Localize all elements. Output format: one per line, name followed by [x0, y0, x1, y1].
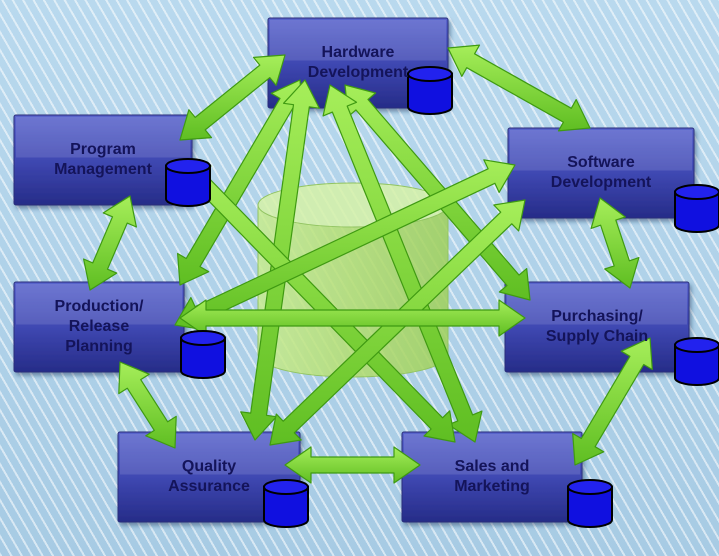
- hardware-development-label: Hardware Development: [307, 44, 409, 81]
- database-icon-sw: [674, 184, 719, 233]
- quality-assurance-label: Quality Assurance: [168, 458, 250, 495]
- box-software-development[interactable]: Software Development: [508, 128, 694, 218]
- database-icon-qa: [263, 479, 309, 528]
- double-arrow-icon-sw-psc: [590, 197, 640, 289]
- program-management-label: Program Management: [54, 141, 152, 178]
- box-highlight-psc: [507, 284, 687, 325]
- box-production-release-planning[interactable]: Production/ Release Planning: [14, 282, 184, 372]
- box-hardware-development[interactable]: Hardware Development: [268, 18, 448, 108]
- box-highlight-sm: [404, 434, 580, 475]
- double-arrow-icon-hw-sm: [322, 84, 483, 443]
- double-arrow-icon-prp-qa: [118, 361, 177, 449]
- sales-and-marketing-label: Sales and Marketing: [454, 458, 530, 495]
- production-release-planning-label: Production/ Release Planning: [54, 298, 144, 355]
- box-sales-and-marketing[interactable]: Sales and Marketing: [402, 432, 582, 522]
- box-highlight-prp: [16, 284, 182, 325]
- database-icon-sm: [567, 479, 613, 528]
- connection-arrows: [82, 44, 653, 484]
- double-arrow-icon-qa-sm: [284, 446, 421, 484]
- double-arrow-icon-sw-prp: [174, 159, 516, 331]
- database-icon-prp: [180, 330, 226, 379]
- double-arrow-icon-hw-sw: [447, 44, 591, 132]
- double-arrow-icon-pm-prp: [82, 195, 137, 291]
- database-icon-pm: [165, 158, 211, 207]
- box-purchasing-supply-chain[interactable]: Purchasing/ Supply Chain: [505, 282, 689, 372]
- double-arrow-icon-hw-pm: [179, 54, 286, 141]
- box-highlight-sw: [510, 130, 692, 171]
- box-highlight-hw: [270, 20, 446, 61]
- box-highlight-qa: [120, 434, 298, 475]
- box-highlight-pm: [16, 117, 190, 158]
- purchasing-supply-chain-label: Purchasing/ Supply Chain: [545, 308, 649, 345]
- database-icon-hw: [407, 66, 453, 115]
- software-development-label: Software Development: [550, 154, 652, 191]
- box-shape-qa: [117, 431, 301, 523]
- double-arrow-icon-prp-psc: [179, 299, 526, 337]
- box-quality-assurance[interactable]: Quality Assurance: [118, 432, 300, 522]
- double-arrow-icon-psc-sm: [572, 337, 653, 466]
- database-icon-psc: [674, 337, 719, 386]
- box-program-management[interactable]: Program Management: [14, 115, 192, 205]
